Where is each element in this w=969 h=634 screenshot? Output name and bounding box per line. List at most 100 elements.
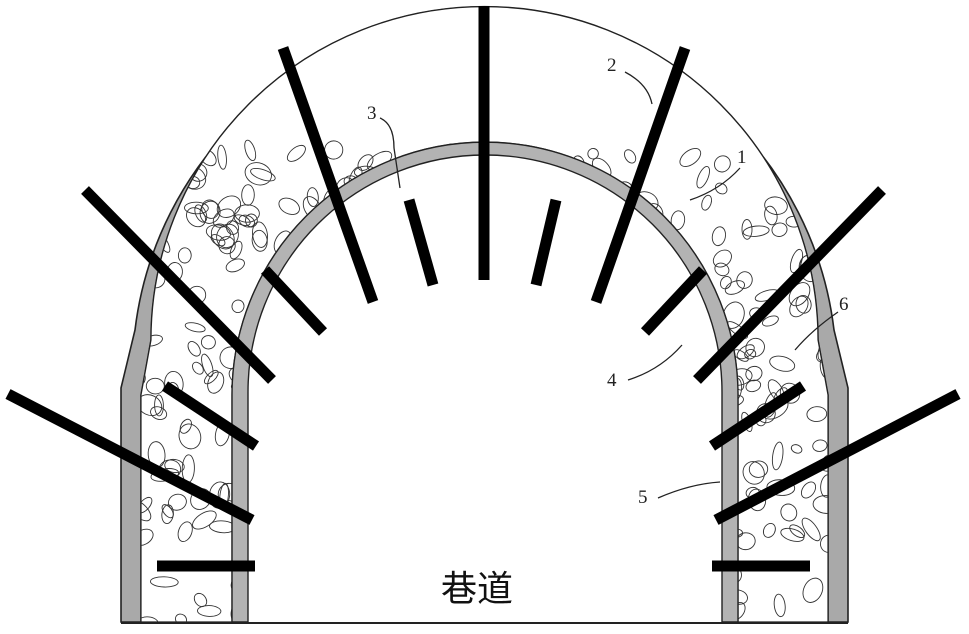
rubble-stone — [286, 144, 306, 162]
rubble-stone — [546, 378, 562, 392]
rubble-stone — [806, 406, 828, 422]
rubble-stone — [812, 439, 828, 452]
rubble-stone — [604, 441, 628, 456]
rubble-stone — [193, 592, 208, 608]
rubble-stone — [696, 407, 715, 426]
rubble-stone — [491, 247, 509, 266]
rubble-stone — [319, 424, 331, 437]
rubble-stone — [365, 416, 387, 435]
rubble-stone — [440, 491, 462, 511]
rubble-stone — [349, 430, 373, 455]
rubble-stone — [200, 335, 216, 350]
rubble-stone — [401, 307, 417, 324]
callout-2: 2 — [607, 55, 617, 76]
rubble-stone — [392, 213, 408, 229]
rubble-stone — [681, 313, 702, 331]
rubble-stone — [415, 328, 429, 339]
rubble-stone — [827, 151, 828, 163]
rubble-stone — [319, 465, 344, 493]
rubble-stone — [449, 530, 467, 552]
rubble-stone — [417, 289, 440, 307]
rubble-stone — [225, 220, 240, 235]
rubble-stone — [372, 592, 391, 615]
rubble-stone — [437, 327, 462, 352]
rubble-stone — [469, 518, 486, 538]
rubble-stone — [712, 249, 732, 268]
rubble-stone — [371, 235, 389, 252]
rubble-stone — [561, 258, 586, 274]
rubble-stone — [556, 305, 569, 316]
rubble-stone — [790, 444, 803, 454]
rubble-stone — [736, 344, 755, 360]
rubble-stone — [328, 434, 347, 454]
rubble-stone — [789, 248, 804, 274]
rubble-stone — [298, 525, 313, 540]
rubble-stone — [291, 462, 308, 477]
rubble-stone — [141, 394, 163, 416]
anchor-bolt-left-high — [277, 46, 379, 304]
rubble-stone — [607, 297, 629, 315]
rubble-stone — [370, 300, 393, 329]
rubble-stone — [270, 438, 285, 452]
rubble-stone — [163, 143, 189, 165]
rubble-stone — [325, 572, 347, 592]
rubble-stone — [493, 516, 517, 539]
rubble-stone — [555, 496, 578, 515]
rubble-stone — [603, 292, 615, 304]
rubble-stone — [773, 593, 786, 618]
rubble-stone — [184, 322, 206, 333]
rubble-stone — [351, 578, 366, 592]
rubble-stone — [550, 398, 565, 423]
rubble-stone — [270, 503, 287, 527]
rubble-stone — [526, 422, 549, 450]
rubble-stone — [494, 418, 508, 433]
rubble-stone — [441, 427, 468, 443]
rubble-stone — [551, 388, 575, 407]
rubble-stone — [647, 282, 665, 299]
rubble-stone — [556, 547, 582, 564]
rubble-stone — [308, 438, 321, 450]
rubble-stone — [141, 616, 159, 623]
rubble-stone — [364, 330, 387, 344]
short-bolt-right-1 — [708, 381, 807, 451]
anchor-bolt-left-low — [5, 389, 255, 525]
rubble-stone — [636, 338, 652, 353]
rubble-stone — [714, 262, 730, 277]
rubble-stone — [164, 458, 185, 474]
rubble-stone — [695, 316, 706, 336]
rubble-stone — [714, 182, 728, 195]
rubble-stone — [745, 379, 762, 393]
rubble-stone — [141, 496, 153, 514]
rubble-stone — [197, 605, 222, 617]
rubble-stone — [678, 614, 694, 623]
rubble-stone — [184, 201, 209, 215]
rubble-stone — [203, 369, 219, 385]
rubble-stone — [277, 406, 300, 417]
rubble-stone — [257, 588, 273, 610]
rubble-stone — [249, 387, 265, 398]
rubble-stone — [719, 275, 732, 290]
rubble-stone — [678, 399, 697, 415]
rubble-stone — [266, 395, 284, 406]
rubble-stone — [339, 374, 352, 390]
rubble-stone — [218, 236, 236, 255]
rubble-stone — [456, 395, 474, 414]
rubble-stone — [411, 391, 426, 418]
rubble-stone — [485, 347, 505, 362]
rubble-stone — [334, 313, 354, 332]
rubble-stone — [820, 534, 828, 553]
rubble-stone — [244, 162, 272, 186]
rubble-stone — [174, 613, 188, 623]
rubble-stone — [238, 214, 255, 228]
rubble-stone — [635, 349, 661, 362]
rubble-stone — [673, 343, 697, 364]
rubble-stone — [372, 307, 390, 326]
rubble-stone — [276, 441, 297, 461]
rubble-stone — [820, 474, 828, 498]
rubble-stone — [620, 338, 640, 360]
rubble-stone — [483, 533, 498, 556]
rubble-stone — [229, 240, 243, 260]
rubble-stone — [356, 578, 371, 594]
rubble-stone — [434, 394, 449, 412]
rubble-stone — [802, 577, 824, 603]
